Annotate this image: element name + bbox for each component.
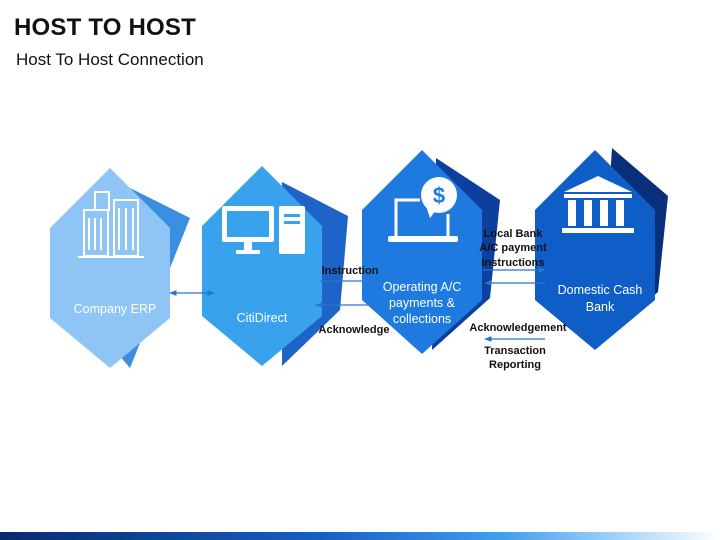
flow-label-transaction-line-2: Reporting — [489, 359, 541, 371]
node-company-erp: Company ERP — [50, 168, 190, 368]
svg-text:$: $ — [433, 183, 445, 208]
flow-label-acknowledge: Acknowledge — [319, 324, 390, 336]
laptop-dollar-icon: $ — [388, 177, 458, 242]
flow-label-local-bank-line-2: A/C payment — [479, 242, 547, 254]
flow-label-local-bank-line-3: Instructions — [482, 257, 545, 269]
node-domestic-bank-shape — [535, 150, 655, 350]
flow-label-instruction: Instruction — [322, 265, 379, 277]
node-operating-ac-label-line-3: collections — [393, 312, 451, 326]
node-operating-ac-label-line-2: payments & — [389, 296, 456, 310]
flow-label-transaction-line-1: Transaction — [484, 345, 546, 357]
node-citidirect-label: CitiDirect — [237, 311, 288, 325]
bank-icon — [562, 176, 634, 233]
node-domestic-bank-label-line-2: Bank — [586, 300, 615, 314]
flow-label-local-bank-line-1: Local Bank — [484, 228, 544, 240]
node-citidirect: CitiDirect — [202, 166, 348, 366]
page-title: HOST TO HOST — [14, 14, 196, 41]
desktop-computer-icon — [222, 206, 305, 254]
buildings-icon — [78, 191, 144, 258]
node-operating-ac: $ Operating A/C payments & collections — [362, 150, 500, 354]
node-company-erp-shape — [50, 168, 170, 368]
flow-label-acknowledgement: Acknowledgement — [469, 322, 567, 334]
footer-accent-bar — [0, 532, 720, 540]
node-domestic-bank-label-line-1: Domestic Cash — [558, 283, 643, 297]
node-domestic-bank: Domestic Cash Bank — [535, 148, 668, 350]
page-subtitle: Host To Host Connection — [16, 50, 204, 69]
node-company-erp-label: Company ERP — [74, 302, 157, 316]
node-operating-ac-label-line-1: Operating A/C — [383, 280, 462, 294]
